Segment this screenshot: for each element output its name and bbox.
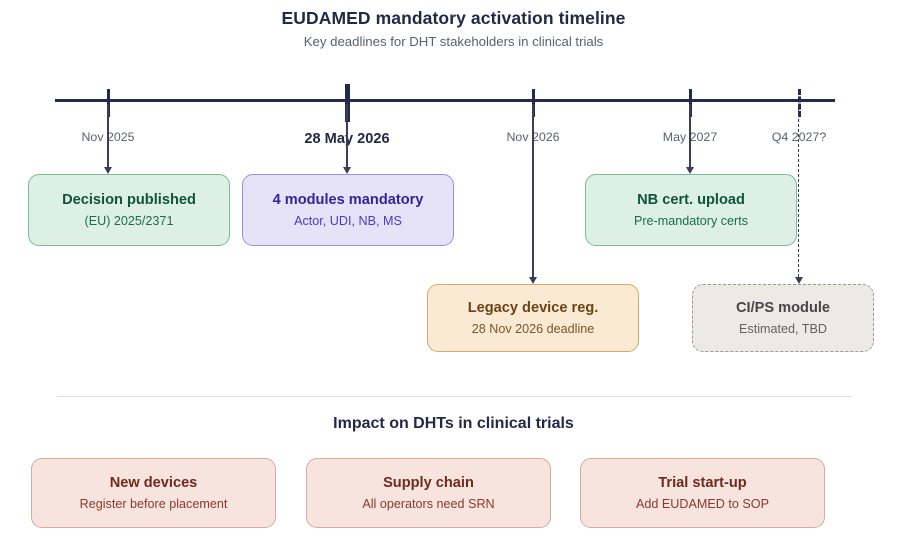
card-subtitle: Pre-mandatory certs xyxy=(633,213,749,228)
connector-ci-ps-module xyxy=(798,104,800,277)
connector-arrowhead-legacy-device-registration xyxy=(529,277,537,284)
card-subtitle: All operators need SRN xyxy=(362,496,495,511)
connector-arrowhead-nb-cert-upload xyxy=(686,167,694,174)
connector-arrowhead-decision-published xyxy=(104,167,112,174)
milestone-card-decision-published[interactable]: Decision published (EU) 2025/2371 xyxy=(28,174,230,246)
timeline-axis xyxy=(55,99,835,102)
timeline-tick-2 xyxy=(531,89,535,117)
card-subtitle: Add EUDAMED to SOP xyxy=(636,496,769,511)
connector-legacy-device-registration xyxy=(532,104,534,277)
timeline-tick-0 xyxy=(106,89,110,117)
timeline-tick-1 xyxy=(344,84,350,122)
card-subtitle: Actor, UDI, NB, MS xyxy=(294,213,402,228)
card-subtitle: Estimated, TBD xyxy=(739,321,827,336)
timeline-tick-4 xyxy=(797,89,801,117)
card-title: Supply chain xyxy=(383,474,474,491)
connector-four-modules-mandatory xyxy=(346,104,348,167)
card-subtitle: (EU) 2025/2371 xyxy=(84,213,174,228)
card-title: New devices xyxy=(109,474,198,491)
card-subtitle: Register before placement xyxy=(79,496,228,511)
page-title: EUDAMED mandatory activation timeline xyxy=(281,8,626,28)
card-title: 4 modules mandatory xyxy=(272,191,424,208)
connector-decision-published xyxy=(107,104,109,167)
card-title: Decision published xyxy=(62,191,196,208)
card-subtitle: 28 Nov 2026 deadline xyxy=(471,321,595,336)
connector-nb-cert-upload xyxy=(689,104,691,167)
impact-section-heading: Impact on DHTs in clinical trials xyxy=(333,415,574,432)
card-title: NB cert. upload xyxy=(637,191,745,208)
timeline-tick-3 xyxy=(688,89,692,117)
connector-arrowhead-ci-ps-module xyxy=(795,277,803,284)
page-subtitle: Key deadlines for DHT stakeholders in cl… xyxy=(303,34,604,49)
card-title: Trial start-up xyxy=(658,474,747,491)
section-divider xyxy=(57,396,852,397)
card-title: CI/PS module xyxy=(735,299,831,316)
connector-arrowhead-four-modules-mandatory xyxy=(343,167,351,174)
card-title: Legacy device reg. xyxy=(467,299,599,316)
milestone-card-legacy-device-registration[interactable]: Legacy device reg. 28 Nov 2026 deadline xyxy=(427,284,639,352)
